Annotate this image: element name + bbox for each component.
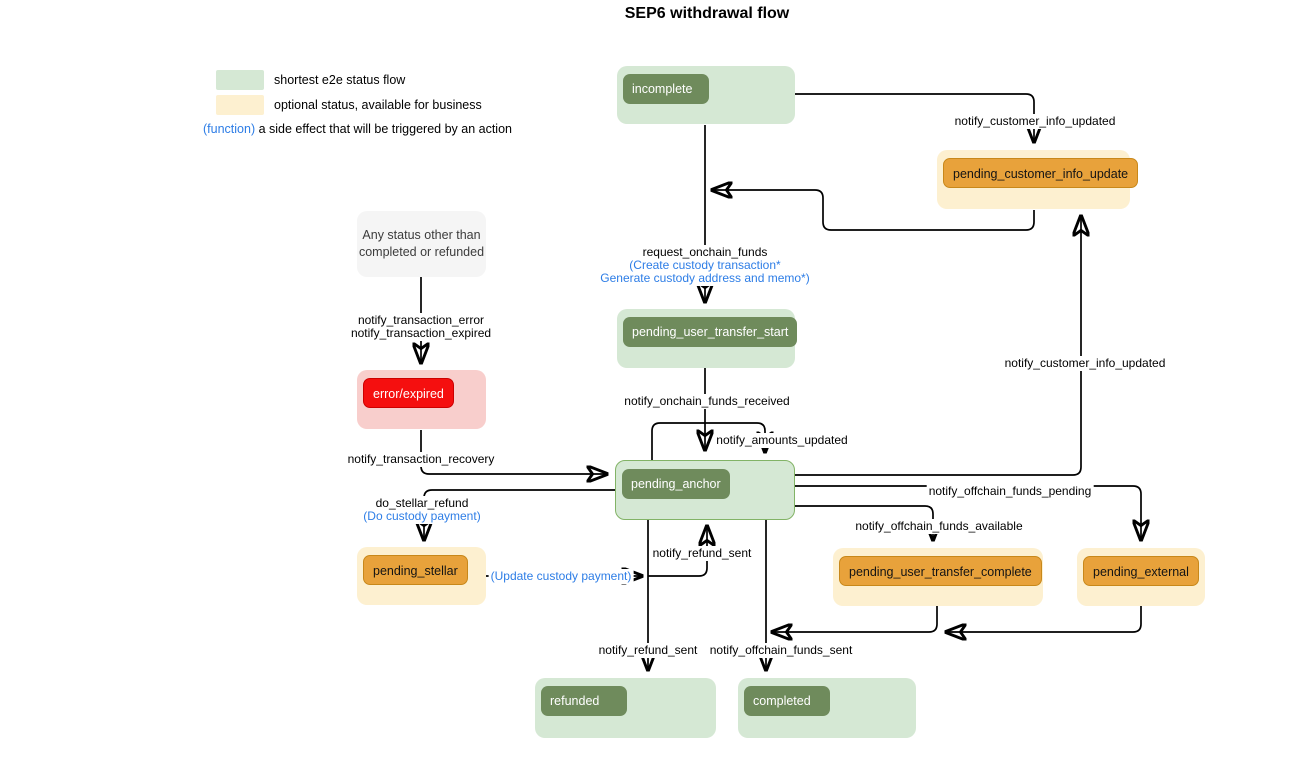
node-label: pending_stellar xyxy=(363,555,468,585)
legend-yellow-swatch xyxy=(216,95,264,115)
edge-label-refund-sent-down: notify_refund_sent xyxy=(596,643,700,658)
legend-function-token: (function) xyxy=(203,122,256,136)
node-label: refunded xyxy=(541,686,627,716)
edge-pending-customer-info-update-return xyxy=(712,190,1035,231)
node-label: pending_external xyxy=(1083,556,1199,586)
edge-label-transaction-recovery: notify_transaction_recovery xyxy=(345,452,497,467)
edge-pending-anchor-to-pending-user-transfer-complete xyxy=(795,505,933,540)
edge-label-offchain-available: notify_offchain_funds_available xyxy=(853,519,1025,534)
edge-label-do-stellar-refund: do_stellar_refund(Do custody payment) xyxy=(361,496,483,524)
edge-label-line: (Update custody payment) xyxy=(490,569,632,583)
edge-label-line: notify_refund_sent xyxy=(652,546,752,560)
node-pending-anchor: pending_anchor xyxy=(615,460,795,520)
node-pending-stellar: pending_stellar xyxy=(357,547,486,605)
edge-label-line: notify_refund_sent xyxy=(598,643,698,657)
node-error-expired: error/expired xyxy=(357,370,486,429)
legend-green-swatch xyxy=(216,70,264,90)
node-label: pending_anchor xyxy=(622,469,730,499)
edge-label-refund-sent-up: notify_refund_sent xyxy=(650,546,754,561)
node-pending-external: pending_external xyxy=(1077,548,1205,606)
edge-label-line: request_onchain_funds xyxy=(642,245,768,259)
legend-function-note: (function) a side effect that will be tr… xyxy=(203,122,512,136)
note-line-1: Any status other than xyxy=(362,228,481,242)
edge-label-customer-info-top: notify_customer_info_updated xyxy=(952,114,1118,129)
edge-label-line: notify_offchain_funds_sent xyxy=(709,643,853,657)
legend-function-desc: a side effect that will be triggered by … xyxy=(255,122,512,136)
edge-label-onchain-received: notify_onchain_funds_received xyxy=(622,394,792,409)
edge-pending-anchor-self-loop-amounts-updated xyxy=(651,422,765,460)
edge-label-line: Generate custody address and memo*) xyxy=(600,271,810,285)
node-label: pending_user_transfer_complete xyxy=(839,556,1042,586)
edge-label-offchain-sent: notify_offchain_funds_sent xyxy=(707,643,855,658)
edge-label-line: notify_transaction_recovery xyxy=(347,452,495,466)
note-line-2: completed or refunded xyxy=(358,245,485,259)
node-pending-user-transfer-start: pending_user_transfer_start xyxy=(617,309,798,368)
edge-label-line: notify_offchain_funds_available xyxy=(855,519,1023,533)
node-label: incomplete xyxy=(623,74,709,104)
edge-label-line: notify_amounts_updated xyxy=(716,433,848,447)
edge-incomplete-to-pending-customer-info-update xyxy=(795,93,1034,142)
edge-label-line: do_stellar_refund xyxy=(375,496,469,510)
edge-label-line: notify_onchain_funds_received xyxy=(624,394,790,408)
node-incomplete: incomplete xyxy=(617,66,795,124)
edge-label-line: notify_customer_info_updated xyxy=(954,114,1116,128)
edge-pending-anchor-to-pending-customer-info-update xyxy=(795,216,1081,476)
edge-pending-anchor-to-pending-external xyxy=(795,485,1141,540)
node-label: completed xyxy=(744,686,830,716)
edge-label-line: notify_transaction_expired xyxy=(350,326,492,340)
node-label: pending_user_transfer_start xyxy=(623,317,798,347)
node-completed: completed xyxy=(738,678,916,738)
edge-label-line: notify_offchain_funds_pending xyxy=(928,484,1092,498)
node-label: pending_customer_info_update xyxy=(943,158,1139,188)
edge-label-amounts-updated: notify_amounts_updated xyxy=(714,433,850,448)
node-refunded: refunded xyxy=(535,678,716,738)
edge-label-line: notify_customer_info_updated xyxy=(1004,356,1166,370)
node-pending-customer-info-update: pending_customer_info_update xyxy=(937,150,1139,209)
node-label: error/expired xyxy=(363,378,454,408)
note-any-status: Any status other than completed or refun… xyxy=(357,211,486,277)
edge-label-line: notify_transaction_error xyxy=(357,313,485,327)
edge-label-offchain-pending: notify_offchain_funds_pending xyxy=(926,484,1094,499)
edge-label-customer-info-right: notify_customer_info_updated xyxy=(1002,356,1168,371)
edge-pending-external-to-merge-line xyxy=(946,606,1142,632)
legend-yellow-label: optional status, available for business xyxy=(274,98,482,112)
legend-green-label: shortest e2e status flow xyxy=(274,73,406,87)
edge-label-update-custody: (Update custody payment) xyxy=(488,569,634,584)
edge-label-line: (Do custody payment) xyxy=(363,509,481,523)
page-title: SEP6 withdrawal flow xyxy=(624,5,790,22)
node-pending-user-transfer-complete: pending_user_transfer_complete xyxy=(833,548,1043,606)
edge-refund-junction-to-pending-anchor xyxy=(648,526,707,577)
edge-pending-user-transfer-complete-to-completed-line xyxy=(772,606,938,632)
edge-label-line: (Create custody transaction* xyxy=(629,258,781,272)
edge-label-request-onchain: request_onchain_funds(Create custody tra… xyxy=(598,245,812,286)
